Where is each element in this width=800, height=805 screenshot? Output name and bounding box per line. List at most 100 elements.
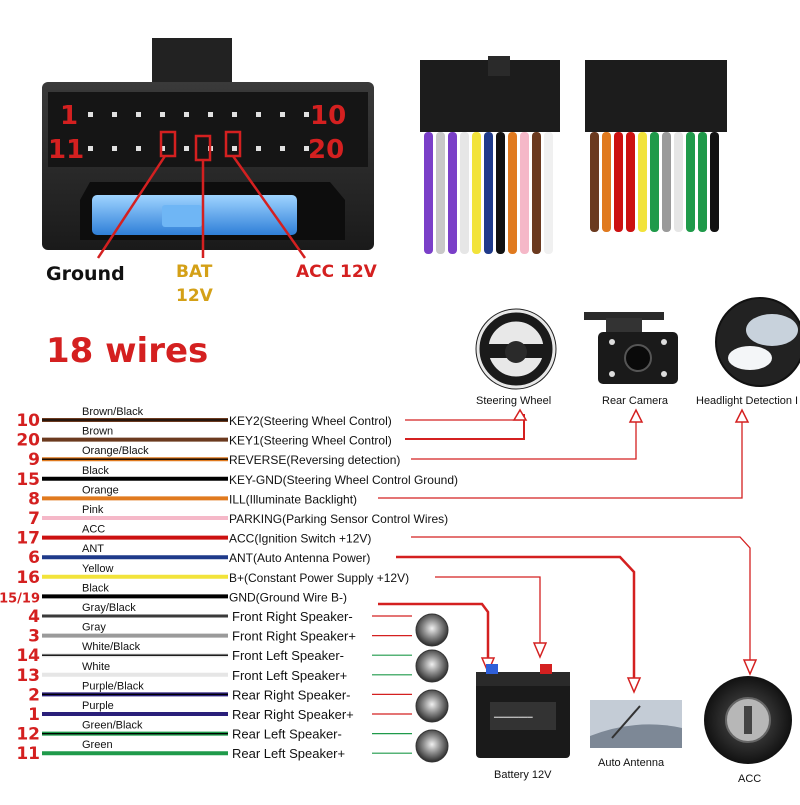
harness-right-wires <box>590 132 719 232</box>
harness-wire <box>460 132 469 254</box>
wire-color-name: Orange <box>82 484 119 496</box>
battery-label: Battery 12V <box>494 769 552 781</box>
wire-pin-number: 10 <box>16 411 40 431</box>
wire-function: Rear Right Speaker- <box>232 687 351 702</box>
wire-pin-number: 1 <box>28 705 40 725</box>
wire-function: KEY1(Steering Wheel Control) <box>229 434 392 448</box>
acc-label: ACC 12V <box>296 262 378 282</box>
acc-device-label: ACC <box>738 773 761 785</box>
wire-function: REVERSE(Reversing detection) <box>229 453 400 467</box>
wire-function: ACC(Ignition Switch +12V) <box>229 532 371 546</box>
harness-wire <box>710 132 719 232</box>
connector-pin <box>280 112 285 117</box>
wire-function: Rear Right Speaker+ <box>232 707 354 722</box>
wire-pin-number: 11 <box>16 744 40 764</box>
harness-wire <box>686 132 695 232</box>
connector-pin <box>184 112 189 117</box>
connector-pin <box>280 146 285 151</box>
arrowheads <box>480 408 758 694</box>
arrow-camera <box>628 408 644 423</box>
wire-color-name: White/Black <box>82 641 141 653</box>
wire-color-name: Gray <box>82 622 106 634</box>
route-gnd <box>378 602 490 660</box>
speakers <box>372 613 449 763</box>
wire-pin-number: 15 <box>16 470 40 490</box>
fuse-center <box>162 205 202 227</box>
wire-function: Front Left Speaker- <box>232 648 344 663</box>
harness-left-wires <box>424 132 553 254</box>
wire-function: ILL(Illuminate Backlight) <box>229 492 357 506</box>
wire-pin-number: 9 <box>28 450 40 470</box>
connector-latch <box>152 38 232 88</box>
wire-color-name: ACC <box>82 524 105 536</box>
wire-pin-number: 17 <box>16 529 40 549</box>
harness-photo <box>420 56 727 254</box>
harness-wire <box>602 132 611 232</box>
connector-pin <box>304 112 309 117</box>
wire-function: Front Right Speaker- <box>232 609 353 624</box>
connector-pin <box>232 146 237 151</box>
connector-pin <box>88 112 93 117</box>
wire-function: Rear Left Speaker+ <box>232 746 345 761</box>
steering-wheel-icon <box>475 308 557 390</box>
harness-wire <box>436 132 445 254</box>
connector-pin <box>136 146 141 151</box>
wire-pin-number: 16 <box>16 568 40 588</box>
wire-color-name: White <box>82 661 110 673</box>
wire-color-name: Brown <box>82 426 113 438</box>
harness-wire <box>448 132 457 254</box>
connector-pin <box>88 146 93 151</box>
route-ill <box>378 414 743 499</box>
connector-pin <box>208 112 213 117</box>
wire-color-name: Black <box>82 582 109 594</box>
ground-label: Ground <box>46 263 125 285</box>
pin-label-20: 20 <box>308 135 344 165</box>
ignition-icon <box>704 676 792 764</box>
harness-wire <box>484 132 493 254</box>
harness-wire <box>424 132 433 254</box>
route-acc <box>411 536 751 665</box>
wire-pin-number: 4 <box>28 607 40 627</box>
bat-label-line1: BAT <box>176 262 213 282</box>
arrow-battery-pos <box>532 642 548 659</box>
harness-wire <box>590 132 599 232</box>
connector-pin <box>160 112 165 117</box>
route-bplus <box>435 576 541 645</box>
routing-lines <box>378 414 751 680</box>
battery-icon: ━━━━━━━━ <box>476 664 570 758</box>
wire-pin-number: 14 <box>16 646 40 666</box>
wire-pin-number: 2 <box>28 685 40 705</box>
wire-function: Rear Left Speaker- <box>232 727 342 742</box>
wire-color-name: Brown/Black <box>82 406 144 418</box>
wire-color-name: Black <box>82 465 109 477</box>
wire-color-name: Pink <box>82 504 104 516</box>
connector-pin <box>304 146 309 151</box>
harness-wire <box>674 132 683 232</box>
headlight-label: Headlight Detection I <box>696 395 798 407</box>
pin-label-10: 10 <box>310 101 346 131</box>
wire-color-name: Yellow <box>82 563 113 575</box>
wire-row: 17 ACC ACC(Ignition Switch +12V) <box>16 524 371 549</box>
connector-face: 1 10 11 20 Ground BAT 12V ACC 12V <box>42 38 378 306</box>
bat-label-line2: 12V <box>176 286 214 306</box>
wire-color-name: Orange/Black <box>82 445 149 457</box>
harness-wire <box>662 132 671 232</box>
